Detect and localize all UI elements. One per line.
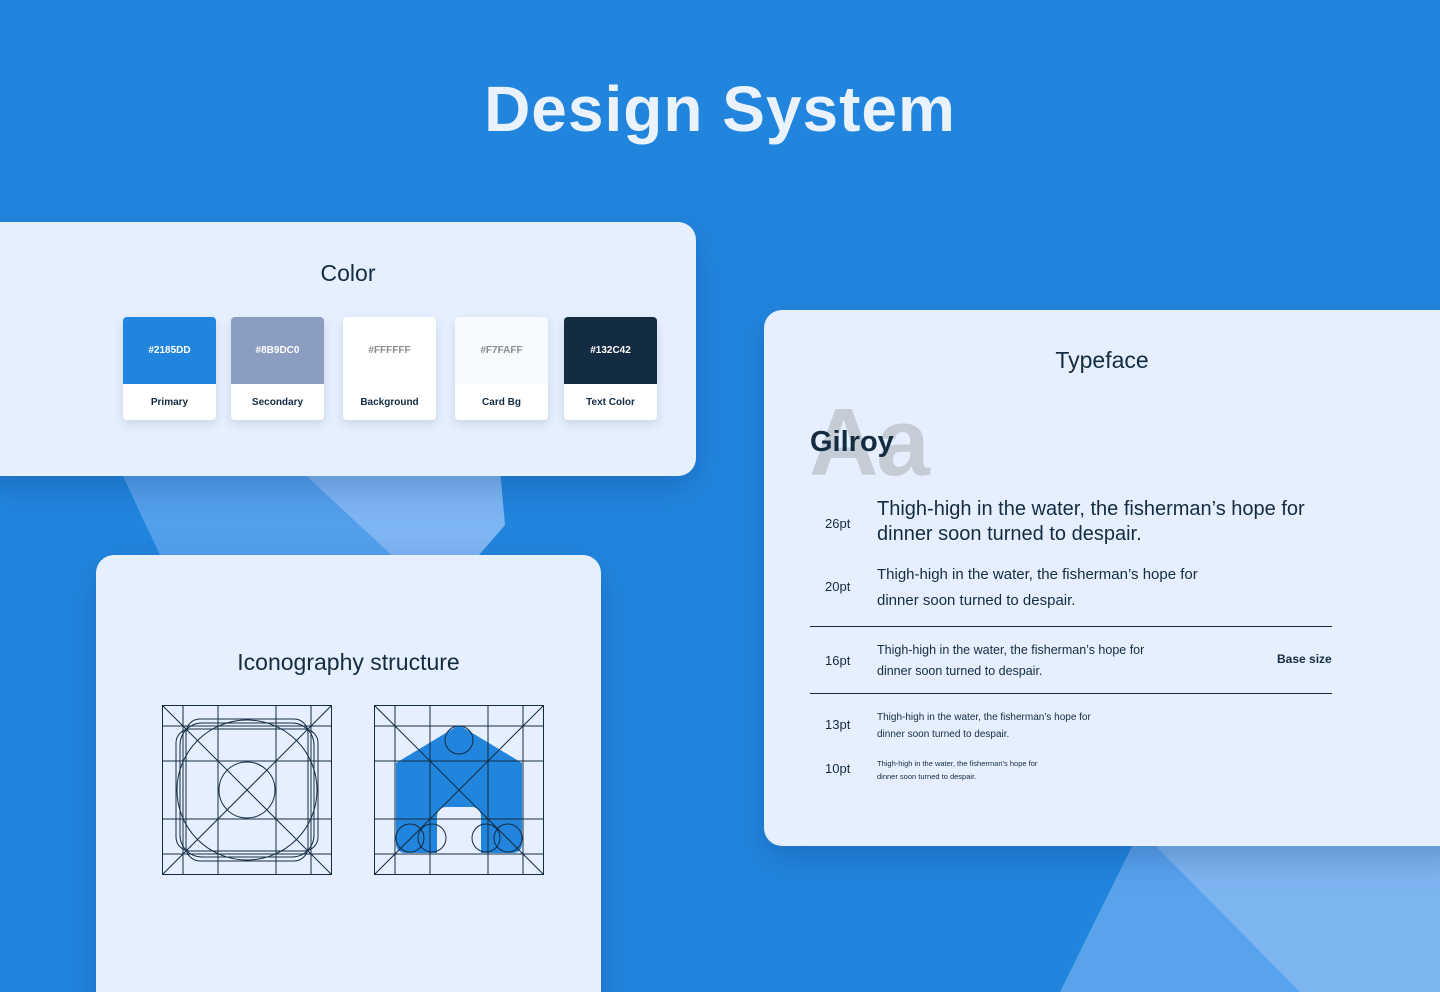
type-sample-20: Thigh-high in the water, the fisherman’s… xyxy=(877,562,1198,614)
swatch-text-color[interactable]: #132C42 Text Color xyxy=(564,317,657,420)
home-icon xyxy=(374,705,544,875)
type-sample-10: Thigh-high in the water, the fisherman’s… xyxy=(877,757,1037,783)
swatch-background[interactable]: #FFFFFF Background xyxy=(343,317,436,420)
swatch-label: Text Color xyxy=(586,396,635,408)
divider xyxy=(810,693,1332,694)
swatch-hex: #FFFFFF xyxy=(343,317,436,384)
swatch-hex: #F7FAFF xyxy=(455,317,548,384)
sample-line: dinner soon turned to despair. xyxy=(877,592,1076,609)
sample-line: Thigh-high in the water, the fisherman’s… xyxy=(877,498,1305,520)
color-card: Color #2185DD Primary #8B9DC0 Secondary … xyxy=(0,222,696,476)
swatch-label: Secondary xyxy=(251,396,304,408)
type-sample-26: Thigh-high in the water, the fisherman’s… xyxy=(877,497,1305,547)
swatch-label: Background xyxy=(360,396,419,408)
size-label: 16pt xyxy=(825,653,851,668)
swatch-hex: #2185DD xyxy=(123,317,216,384)
size-label: 13pt xyxy=(825,717,851,732)
sample-line: Thigh-high in the water, the fisherman’s… xyxy=(877,566,1198,583)
swatch-card-bg[interactable]: #F7FAFF Card Bg xyxy=(455,317,548,420)
swatch-hex: #132C42 xyxy=(564,317,657,384)
swatch-label: Primary xyxy=(150,396,189,408)
swatch-hex: #8B9DC0 xyxy=(231,317,324,384)
typeface-card: Typeface Aa Gilroy 26pt Thigh-high in th… xyxy=(764,310,1440,846)
swatch-primary[interactable]: #2185DD Primary xyxy=(123,317,216,420)
base-size-label: Base size xyxy=(1277,652,1332,666)
sample-line: Thigh-high in the water, the fisherman’s… xyxy=(877,643,1145,657)
glyph-sample: Aa xyxy=(809,389,930,496)
sample-line: dinner soon turned to despair. xyxy=(877,772,977,781)
sample-line: Thigh-high in the water, the fisherman’s… xyxy=(877,712,1091,723)
type-sample-13: Thigh-high in the water, the fisherman’s… xyxy=(877,709,1091,743)
typeface-card-title: Typeface xyxy=(1055,347,1149,373)
sample-line: Thigh-high in the water, the fisherman’s… xyxy=(877,759,1038,768)
iconography-card-title: Iconography structure xyxy=(237,649,460,675)
page-title: Design System xyxy=(484,73,956,145)
size-label: 20pt xyxy=(825,579,851,594)
sample-line: dinner soon turned to despair. xyxy=(877,664,1043,678)
font-name: Gilroy xyxy=(810,426,894,458)
swatch-label: Card Bg xyxy=(482,396,521,408)
keyline-grid-icon xyxy=(162,705,332,875)
type-sample-16: Thigh-high in the water, the fisherman’s… xyxy=(877,640,1144,682)
iconography-card: Iconography structure xyxy=(96,555,601,992)
size-label: 26pt xyxy=(825,516,851,531)
color-card-title: Color xyxy=(320,260,376,286)
swatch-secondary[interactable]: #8B9DC0 Secondary xyxy=(231,317,324,420)
divider xyxy=(810,626,1332,627)
size-label: 10pt xyxy=(825,761,851,776)
sample-line: dinner soon turned to despair. xyxy=(877,729,1010,740)
sample-line: dinner soon turned to despair. xyxy=(877,523,1142,545)
